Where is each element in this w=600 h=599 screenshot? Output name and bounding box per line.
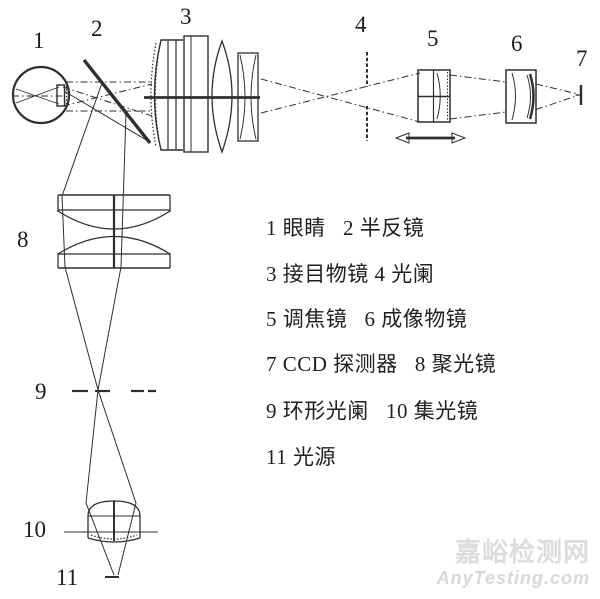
rays-focus-to-detector [449, 74, 579, 120]
component-label-6: 6 [511, 31, 523, 56]
watermark-site-name: 嘉峪检测网 [454, 538, 590, 567]
legend-line-3: 5 调焦镜 6 成像物镜 [266, 307, 468, 331]
lens-surface [526, 74, 531, 119]
eye-internal-ray [15, 88, 60, 105]
ray [260, 72, 421, 114]
half-mirror-component [63, 58, 152, 145]
eye-component [11, 65, 71, 125]
eye-lens [56, 84, 66, 107]
ray [61, 82, 137, 576]
lens-hatch [155, 43, 161, 147]
arrow-head-left [394, 132, 410, 144]
ray [63, 90, 149, 142]
half-mirror-line [82, 58, 152, 145]
eye-internal-ray [15, 86, 60, 104]
component-label-9: 9 [35, 379, 47, 404]
component-label-1: 1 [33, 28, 45, 53]
collector-lens [64, 500, 158, 543]
component-label-2: 2 [91, 16, 103, 41]
component-label-7: 7 [576, 46, 588, 71]
rays-objective-to-focus [260, 72, 421, 123]
ray [449, 111, 507, 120]
arrow-head-right [451, 132, 467, 144]
ray [260, 78, 421, 123]
rays-eye-to-objective [62, 81, 153, 117]
component-label-5: 5 [427, 26, 439, 51]
component-label-4: 4 [355, 12, 367, 37]
eyeball-outline [11, 65, 71, 125]
imaging-objective [505, 69, 537, 124]
focusing-lens [417, 69, 451, 123]
watermark-site-domain: AnyTesting.com [436, 567, 590, 588]
component-label-8: 8 [17, 227, 29, 252]
ray [62, 86, 153, 117]
ray [535, 95, 579, 110]
ray [62, 83, 153, 107]
lens-element [153, 39, 183, 151]
component-label-3: 3 [180, 4, 192, 29]
biconvex-lens [211, 39, 233, 154]
component-label-11: 11 [56, 565, 79, 590]
component-label-10: 10 [23, 517, 46, 542]
lens-surface [511, 72, 516, 121]
objective-lens-group [144, 35, 260, 154]
legend-line-5: 9 环形光阑 10 集光镜 [266, 399, 479, 423]
condenser-lens [57, 194, 171, 269]
ccd-detector [575, 85, 583, 105]
legend-line-6: 11 光源 [266, 445, 336, 469]
ray [449, 74, 507, 83]
legend-line-1: 1 眼睛 2 半反镜 [266, 216, 425, 240]
lens-hatch [150, 42, 157, 148]
legend-line-4: 7 CCD 探测器 8 聚光镜 [266, 352, 497, 376]
watermark: 嘉峪检测网 AnyTesting.com [436, 538, 590, 588]
lens-element [505, 69, 537, 124]
ray [535, 83, 579, 95]
lens-shading [528, 73, 535, 120]
lens-outline [87, 537, 141, 543]
lens-hatch [90, 534, 138, 540]
focus-travel-arrow [394, 132, 467, 144]
lens-element [183, 35, 209, 153]
legend-line-2: 3 接目物镜 4 光阑 [266, 262, 435, 286]
